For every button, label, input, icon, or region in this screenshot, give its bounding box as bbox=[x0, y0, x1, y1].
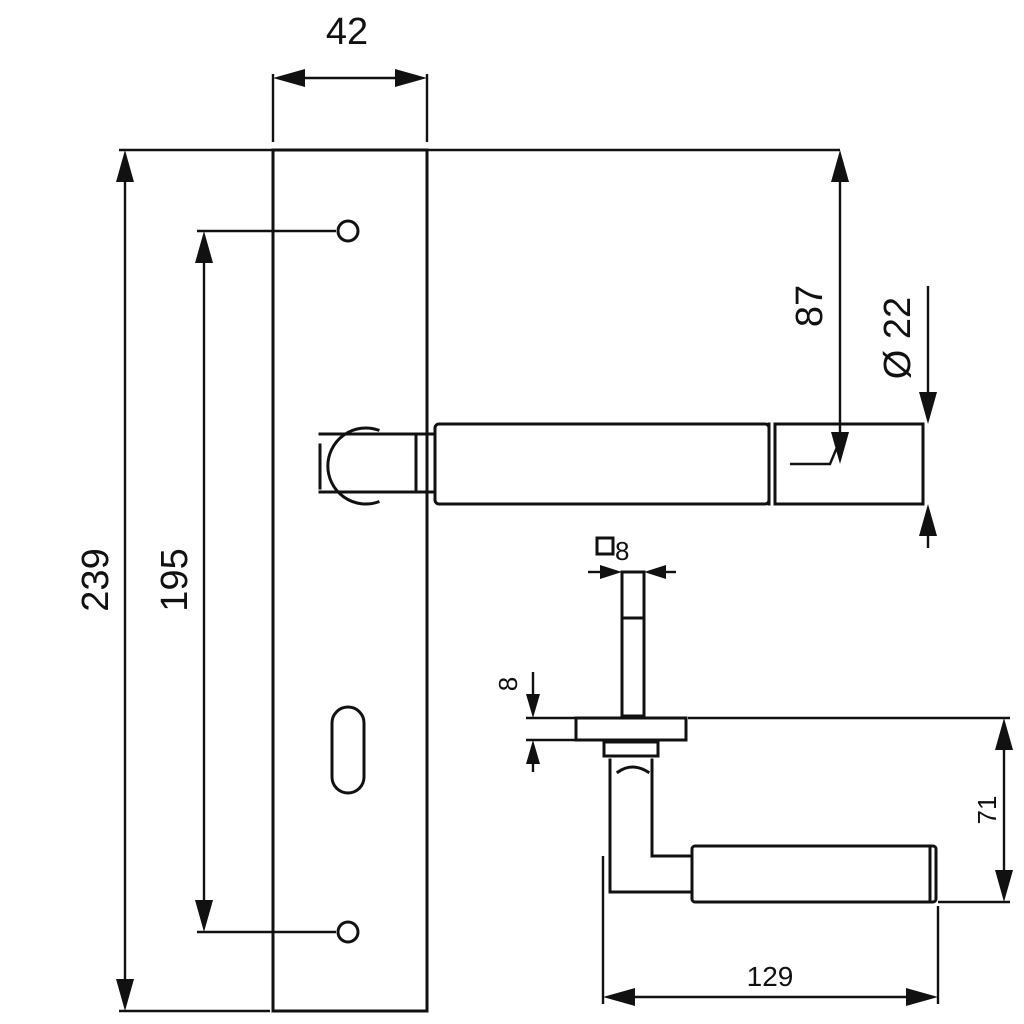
label-handle-length: 129 bbox=[747, 961, 794, 992]
square-symbol-icon bbox=[595, 536, 615, 556]
label-handle-height: 87 bbox=[789, 285, 831, 327]
spindle bbox=[620, 570, 646, 718]
label-plate-height: 239 bbox=[75, 548, 117, 611]
dim-handle-diameter bbox=[919, 286, 937, 548]
side-rose bbox=[574, 716, 688, 742]
side-lever-bend bbox=[615, 765, 651, 775]
side-lever-arm bbox=[608, 758, 694, 894]
dim-handle-height bbox=[790, 150, 849, 466]
dim-handle-length bbox=[601, 856, 940, 1006]
handle-stem bbox=[318, 432, 435, 494]
dim-projection bbox=[688, 716, 1013, 904]
screw-hole-top bbox=[336, 219, 360, 243]
lever-grip bbox=[433, 422, 771, 506]
dim-plate-width bbox=[271, 69, 429, 142]
backplate bbox=[271, 148, 429, 1013]
label-handle-diameter: Ø 22 bbox=[877, 297, 919, 379]
label-rose-thickness: 8 bbox=[493, 677, 523, 691]
dim-hole-spacing bbox=[195, 229, 336, 934]
lever-end bbox=[773, 422, 925, 506]
dim-spindle bbox=[588, 565, 676, 579]
dim-plate-height bbox=[116, 148, 840, 1013]
label-plate-width: 42 bbox=[326, 11, 368, 53]
keyhole bbox=[330, 705, 366, 795]
label-spindle: 8 bbox=[615, 536, 629, 566]
label-projection: 71 bbox=[972, 796, 1002, 825]
dim-rose-thickness bbox=[526, 672, 576, 772]
screw-hole-bottom bbox=[336, 920, 360, 944]
side-rose-neck bbox=[602, 740, 660, 758]
side-lever-grip bbox=[690, 844, 938, 904]
label-hole-spacing: 195 bbox=[154, 548, 196, 611]
handle-rose bbox=[326, 426, 380, 506]
